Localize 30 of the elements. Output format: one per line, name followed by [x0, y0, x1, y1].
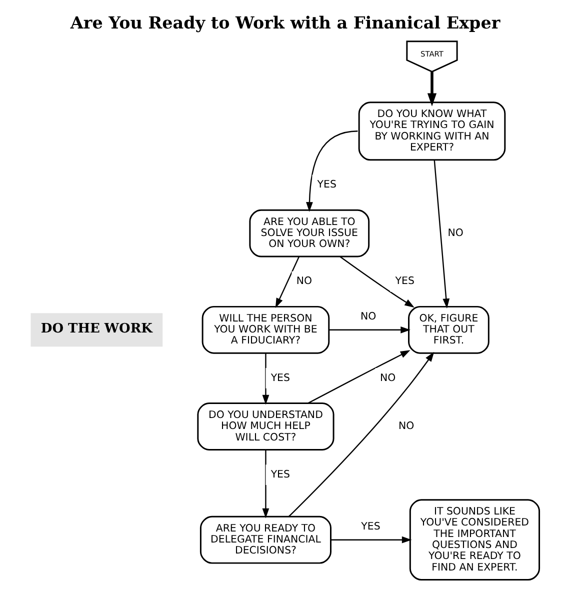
node-box: ARE YOU READY TO DELEGATE FINANCIAL DECISIONS?: [200, 516, 332, 564]
label: DO THE WORK: [40, 321, 152, 336]
arrow: [262, 353, 270, 405]
edge-label: NO: [360, 312, 376, 322]
edge-label: NO: [398, 421, 414, 432]
edge-label: YES: [395, 276, 414, 288]
edge-label: NO: [380, 372, 396, 384]
arrow: [308, 350, 410, 404]
arrow: [328, 326, 410, 334]
node-box: ARE YOU ABLE TO SOLVE YOUR ISSUE ON YOUR OWN?: [249, 209, 370, 258]
node-box: DO YOU KNOW WHAT YOU'RE TRYING TO GAIN BY WORKING WITH AN EXPERT?: [358, 102, 506, 161]
arrow: [262, 450, 270, 518]
edge-label: YES: [361, 521, 380, 532]
arrow: [275, 256, 300, 308]
edge-label: YES: [270, 469, 290, 480]
edge-label: NO: [448, 228, 464, 239]
edge-label: NO: [296, 276, 312, 288]
arrow: [331, 536, 412, 544]
arrow: [427, 72, 437, 106]
edge-label: YES: [317, 180, 336, 191]
node-box: IT SOUNDS LIKE YOU'VE CONSIDERED THE IMPORTANT QUESTIONS AND YOU'RE READY TO FIND AN EXPERT.: [409, 499, 540, 581]
node-box: DO YOU UNDERSTAND HOW MUCH HELP WILL COST?: [197, 402, 334, 450]
arrow: [434, 160, 450, 308]
diagram-title: Are You Ready to Work with a Finanical Exper: [70, 12, 500, 32]
arrow: [288, 352, 434, 517]
node-box: OK, FIGURE THAT OUT FIRST.: [408, 306, 490, 354]
arrow: [340, 256, 414, 308]
node-box: WILL THE PERSON YOU WORK WITH BE A FIDUCIARY?: [202, 306, 330, 354]
arrow: [306, 130, 358, 212]
edge-label: YES: [270, 372, 290, 384]
